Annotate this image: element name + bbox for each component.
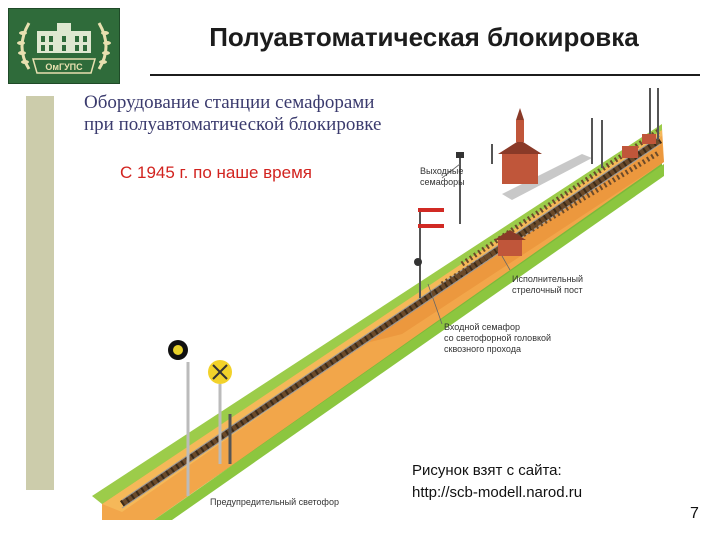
figure-heading: Оборудование станции семафорами при полу…: [84, 92, 381, 136]
label-switch-post: Исполнительный стрелочный пост: [512, 274, 583, 296]
label-exit-semaphores-line2: семафоры: [420, 177, 465, 187]
label-entry-semaphore-line1: Входной семафор: [444, 322, 520, 332]
title-divider: [150, 74, 700, 76]
label-entry-semaphore-line2: со светофорной головкой: [444, 333, 552, 343]
figure-heading-line2: при полуавтоматической блокировке: [84, 114, 382, 135]
station-illustration: [62, 84, 664, 520]
logo-text: ОмГУПС: [45, 62, 83, 72]
image-credit: Рисунок взят с сайта: http://scb-modell.…: [412, 460, 582, 504]
slide-title: Полуавтоматическая блокировка: [209, 22, 639, 52]
page-number: 7: [690, 505, 699, 522]
figure-period: С 1945 г. по наше время: [120, 163, 312, 182]
image-credit-url: http://scb-modell.narod.ru: [412, 484, 583, 501]
university-logo: ОмГУПС: [8, 8, 120, 84]
figure-heading-line1: Оборудование станции семафорами: [84, 92, 375, 113]
label-exit-semaphores-line1: Выходные: [420, 166, 464, 176]
label-entry-semaphore: Входной семафор со светофорной головкой …: [444, 322, 551, 355]
label-warning-signal: Предупредительный светофор: [210, 497, 339, 507]
label-exit-semaphores: Выходные семафоры: [420, 166, 465, 188]
label-entry-semaphore-line3: сквозного прохода: [444, 344, 521, 354]
label-switch-post-line2: стрелочный пост: [512, 285, 583, 295]
side-decor-bar: [26, 96, 54, 490]
label-switch-post-line1: Исполнительный: [512, 274, 584, 284]
image-credit-line1: Рисунок взят с сайта:: [412, 462, 562, 479]
